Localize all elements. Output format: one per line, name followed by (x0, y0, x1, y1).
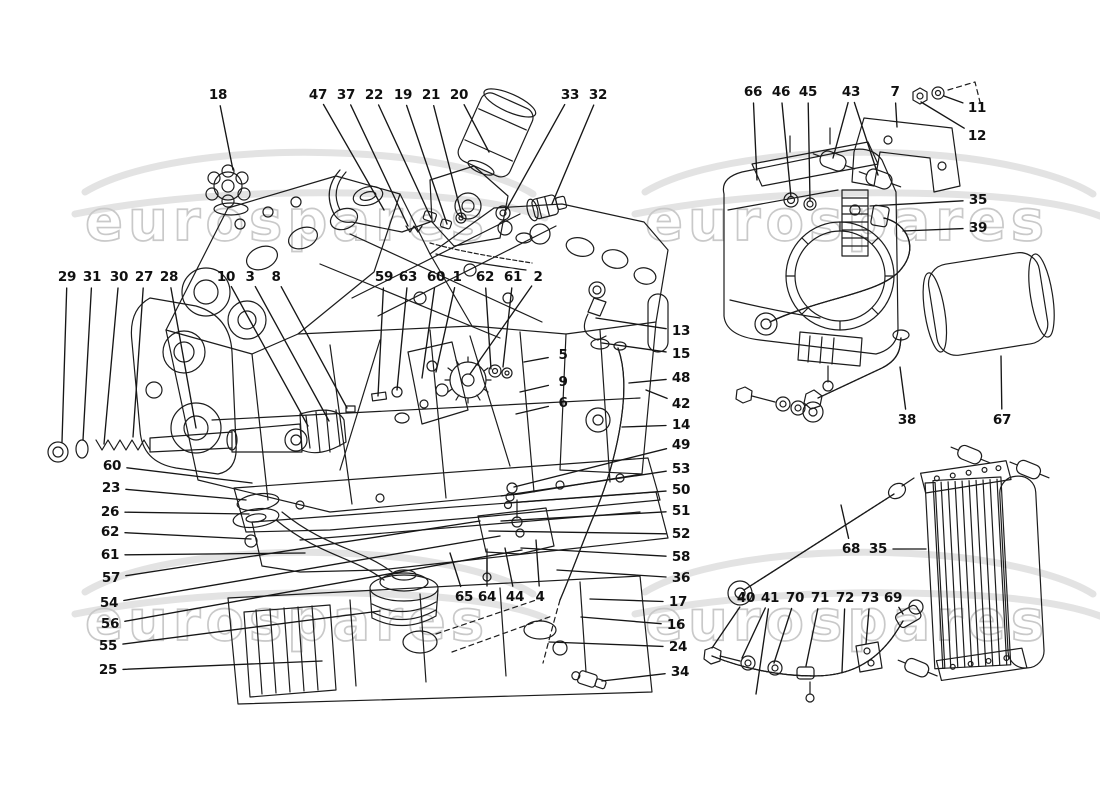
leader-lines (61, 95, 1003, 695)
corrugated-hose (922, 252, 1055, 356)
watermark-text: eurospares (645, 589, 1049, 654)
lower-hose (703, 599, 924, 703)
oil-pump (371, 341, 513, 425)
oil-radiator (897, 444, 1050, 682)
heat-exchanger (722, 81, 982, 423)
dipstick (542, 281, 627, 664)
pump-shaft-assembly (47, 405, 356, 463)
oil-pipe (727, 477, 915, 606)
engine-block (130, 164, 669, 513)
watermark-text: eurospares (85, 189, 489, 254)
